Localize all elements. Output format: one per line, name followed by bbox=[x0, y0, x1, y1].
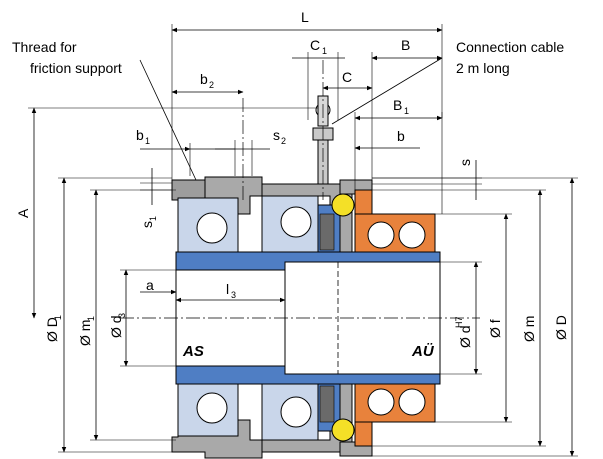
label-L: L bbox=[301, 9, 309, 25]
label-m: Ø m bbox=[521, 316, 537, 342]
leader-cable bbox=[331, 57, 443, 125]
label-s: s bbox=[457, 159, 473, 166]
label-l3-sub: 3 bbox=[231, 290, 236, 300]
bearings bbox=[196, 193, 355, 442]
label-b2: b bbox=[200, 71, 208, 87]
label-m1: Ø m bbox=[77, 320, 93, 346]
label-s1: s bbox=[139, 221, 155, 228]
side-AS: AS bbox=[182, 343, 204, 360]
label-dH7-sup: H7 bbox=[454, 316, 464, 328]
label-b1-sub: 1 bbox=[145, 136, 150, 146]
ball-mid-lower bbox=[280, 396, 312, 428]
ball-right-upper-a bbox=[367, 221, 395, 249]
orange-lip-upper bbox=[354, 189, 373, 215]
side-AU: AÜ bbox=[411, 343, 435, 360]
label-b2-sub: 2 bbox=[209, 80, 214, 90]
label-b1: b bbox=[136, 127, 144, 143]
label-a: a bbox=[146, 277, 154, 293]
label-B: B bbox=[401, 37, 410, 53]
ball-left-lower bbox=[196, 392, 228, 424]
coil-lower bbox=[319, 385, 335, 423]
ball-left-upper bbox=[196, 212, 228, 244]
label-C1: C bbox=[310, 37, 320, 53]
label-dH7: Ø d bbox=[457, 325, 473, 348]
label-s2-sub: 2 bbox=[281, 136, 286, 146]
labels: Thread for friction support Connection c… bbox=[12, 9, 569, 360]
orange-lip-lower bbox=[354, 421, 373, 447]
note-cable-line2: 2 m long bbox=[456, 60, 510, 76]
label-m1-sub: 1 bbox=[86, 316, 96, 321]
label-A: A bbox=[15, 208, 31, 218]
coil-upper bbox=[319, 213, 335, 251]
label-f: Ø f bbox=[487, 319, 503, 338]
label-s2: s bbox=[273, 127, 280, 143]
label-D: Ø D bbox=[553, 315, 569, 340]
note-thread-line2: friction support bbox=[30, 60, 122, 76]
outer-bearings bbox=[354, 189, 436, 447]
ball-right-upper-b bbox=[398, 221, 426, 249]
leader-thread bbox=[139, 59, 197, 181]
note-cable-line1: Connection cable bbox=[456, 39, 564, 55]
ball-right-lower-b bbox=[398, 388, 426, 416]
label-d3: Ø d bbox=[108, 315, 124, 338]
label-D1-sub: 1 bbox=[53, 315, 63, 320]
label-C: C bbox=[342, 69, 352, 85]
note-thread-line1: Thread for bbox=[12, 39, 77, 55]
thread-insert-upper bbox=[171, 179, 206, 201]
label-C1-sub: 1 bbox=[322, 46, 327, 56]
label-B1: B bbox=[393, 97, 402, 113]
label-D1: Ø D bbox=[44, 317, 60, 342]
label-s1-sub: 1 bbox=[148, 216, 158, 221]
label-B1-sub: 1 bbox=[404, 106, 409, 116]
ball-yellow-lower bbox=[331, 418, 355, 442]
label-b: b bbox=[397, 128, 405, 144]
label-l3: l bbox=[226, 281, 229, 297]
ball-yellow-upper bbox=[331, 193, 355, 217]
ball-mid-upper bbox=[280, 206, 312, 238]
dimension-lines bbox=[28, 24, 578, 457]
ball-right-lower-a bbox=[367, 388, 395, 416]
label-d3-sub: 3 bbox=[117, 313, 127, 318]
